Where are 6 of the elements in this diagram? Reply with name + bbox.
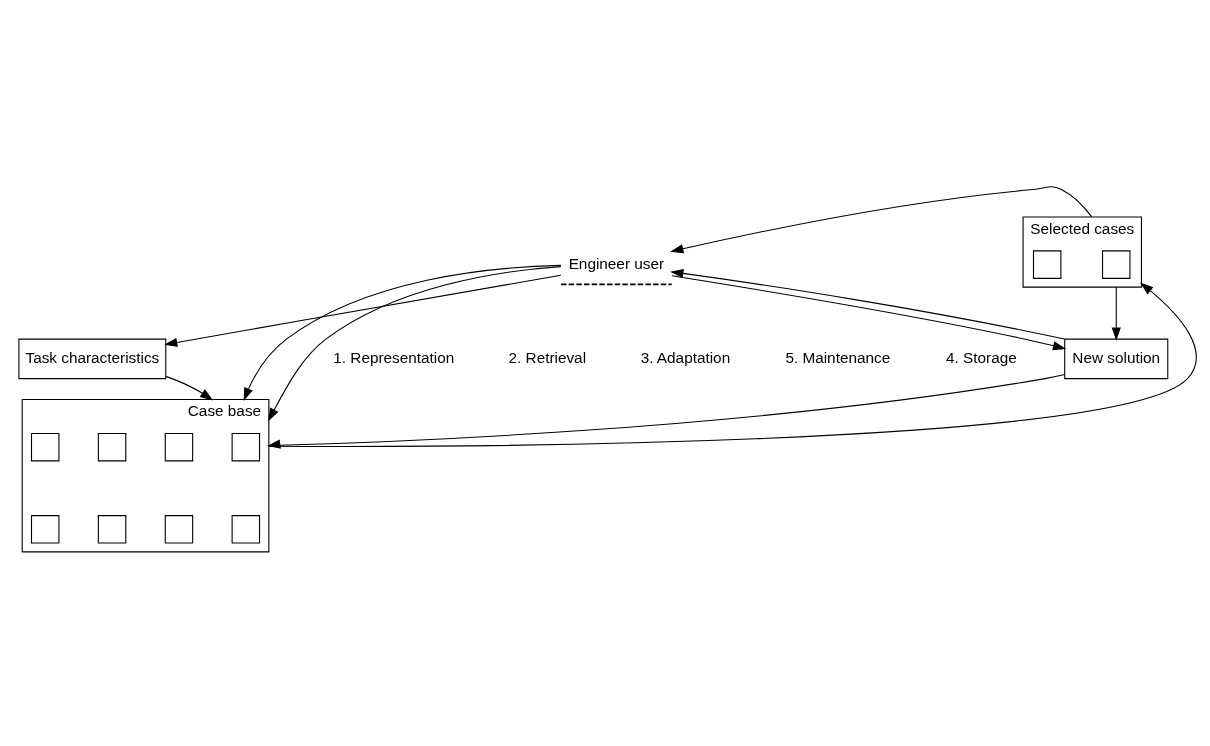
label: 2. Retrieval [508, 348, 587, 366]
label: 3. Adaptation [640, 348, 731, 366]
node-text: Engineer user [568, 254, 665, 272]
label: 1. Representation [333, 348, 455, 366]
label: 5. Maintenance [785, 348, 891, 366]
label: 4. Storage [946, 348, 1017, 366]
